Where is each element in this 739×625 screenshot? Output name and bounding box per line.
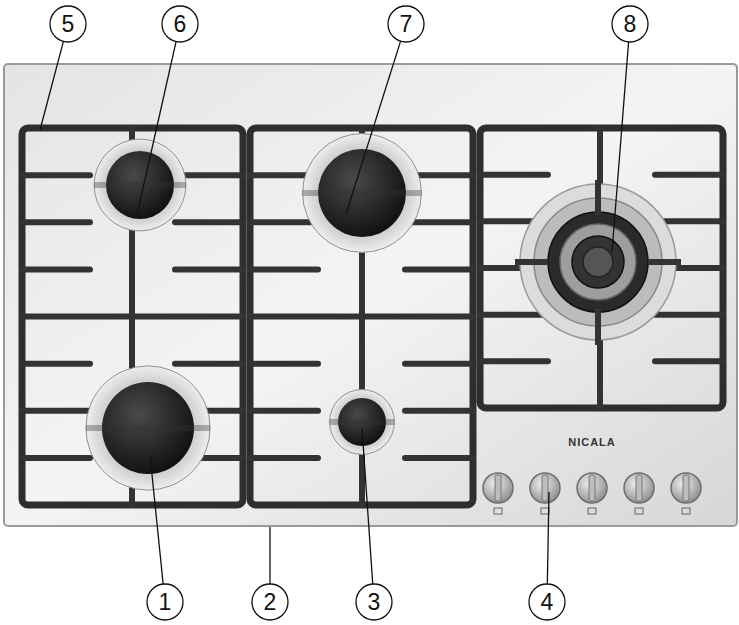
grate-frame xyxy=(250,128,473,505)
grate-bar xyxy=(22,408,90,414)
control-knob xyxy=(483,473,513,514)
wok-ring xyxy=(583,247,613,277)
knob-grip xyxy=(495,475,501,501)
grate-bar xyxy=(250,455,318,461)
callout-circle xyxy=(356,584,392,620)
knob-symbol xyxy=(494,508,502,514)
grate-bar xyxy=(22,266,90,272)
burner xyxy=(303,134,422,253)
callout-number: 8 xyxy=(612,6,648,42)
knob-grip xyxy=(589,475,595,501)
callout-circle xyxy=(147,584,183,620)
callout-number: 3 xyxy=(356,584,392,620)
wok-ring xyxy=(548,212,648,312)
grate-frame xyxy=(480,128,723,408)
callout-number: 2 xyxy=(252,584,288,620)
knob-body xyxy=(530,473,560,503)
grate-bar xyxy=(250,219,318,225)
control-knob xyxy=(624,473,654,514)
burner-ring xyxy=(94,139,186,231)
leader-line xyxy=(612,42,629,252)
grate-bar xyxy=(22,455,90,461)
wok-ring xyxy=(560,224,636,300)
hob-plate xyxy=(4,64,737,526)
callout-number: 1 xyxy=(147,584,183,620)
grate-bar xyxy=(648,259,681,265)
knob-body xyxy=(577,473,607,503)
callout-number: 6 xyxy=(162,6,198,42)
grate-bar xyxy=(655,172,723,178)
control-knob xyxy=(577,473,607,514)
brand-name: NICALA xyxy=(552,435,632,449)
knob-symbol xyxy=(541,508,549,514)
burner xyxy=(86,366,210,490)
grate-bar xyxy=(303,190,422,196)
grate-bar xyxy=(595,180,601,215)
leader-line xyxy=(40,41,63,130)
grate-bar xyxy=(175,266,243,272)
callout-number: 7 xyxy=(388,6,424,42)
leader-line xyxy=(547,492,549,584)
grate-bar xyxy=(250,266,318,272)
grate-bar xyxy=(480,172,548,178)
grate-bar xyxy=(405,455,473,461)
grate-bar xyxy=(22,314,243,320)
leader-line xyxy=(346,41,401,214)
control-knob xyxy=(530,473,560,514)
grate-bar xyxy=(250,314,473,320)
control-knob xyxy=(671,473,701,514)
burner xyxy=(94,139,186,231)
leader-line xyxy=(269,527,270,584)
callout-number: 5 xyxy=(50,6,86,42)
knob-grip xyxy=(542,475,548,501)
grate-bar xyxy=(655,358,723,364)
burner-ring xyxy=(86,366,210,490)
grate-bar xyxy=(22,172,90,178)
grate-bar xyxy=(250,361,318,367)
grate-bar xyxy=(330,419,395,425)
callout-circle xyxy=(50,6,86,42)
leader-line xyxy=(150,455,163,584)
wok-burner xyxy=(515,180,681,345)
callout-circle xyxy=(162,6,198,42)
grate-bar xyxy=(175,361,243,367)
callout-number: 4 xyxy=(529,584,565,620)
grate-bar xyxy=(22,361,90,367)
knob-symbol xyxy=(588,508,596,514)
grate-frame xyxy=(22,128,243,505)
knob-symbol xyxy=(682,508,690,514)
knob-body xyxy=(483,473,513,503)
knob-grip xyxy=(636,475,642,501)
grate-bar xyxy=(405,361,473,367)
burner-ring xyxy=(330,390,395,455)
wok-ring xyxy=(534,198,662,326)
grate-bar xyxy=(405,266,473,272)
grate-bar xyxy=(480,358,548,364)
leader-line xyxy=(137,42,176,215)
burner-ring xyxy=(303,134,422,253)
grate-bar xyxy=(175,219,243,225)
callout-circle xyxy=(388,6,424,42)
knob-body xyxy=(624,473,654,503)
grate-bar xyxy=(94,182,186,188)
burner xyxy=(330,390,395,455)
wok-ring xyxy=(572,236,624,288)
grate-bar xyxy=(655,312,723,318)
grate-bar xyxy=(86,425,210,431)
leader-line xyxy=(362,428,373,584)
grate-bar xyxy=(515,259,548,265)
grate-bar xyxy=(595,309,601,345)
grate-bar xyxy=(250,408,318,414)
knob-body xyxy=(671,473,701,503)
grate-bar xyxy=(405,408,473,414)
knob-symbol xyxy=(635,508,643,514)
callout-circle xyxy=(529,584,565,620)
callout-circle xyxy=(612,6,648,42)
grate-bar xyxy=(22,219,90,225)
callout-circle xyxy=(252,584,288,620)
knob-grip xyxy=(683,475,689,501)
